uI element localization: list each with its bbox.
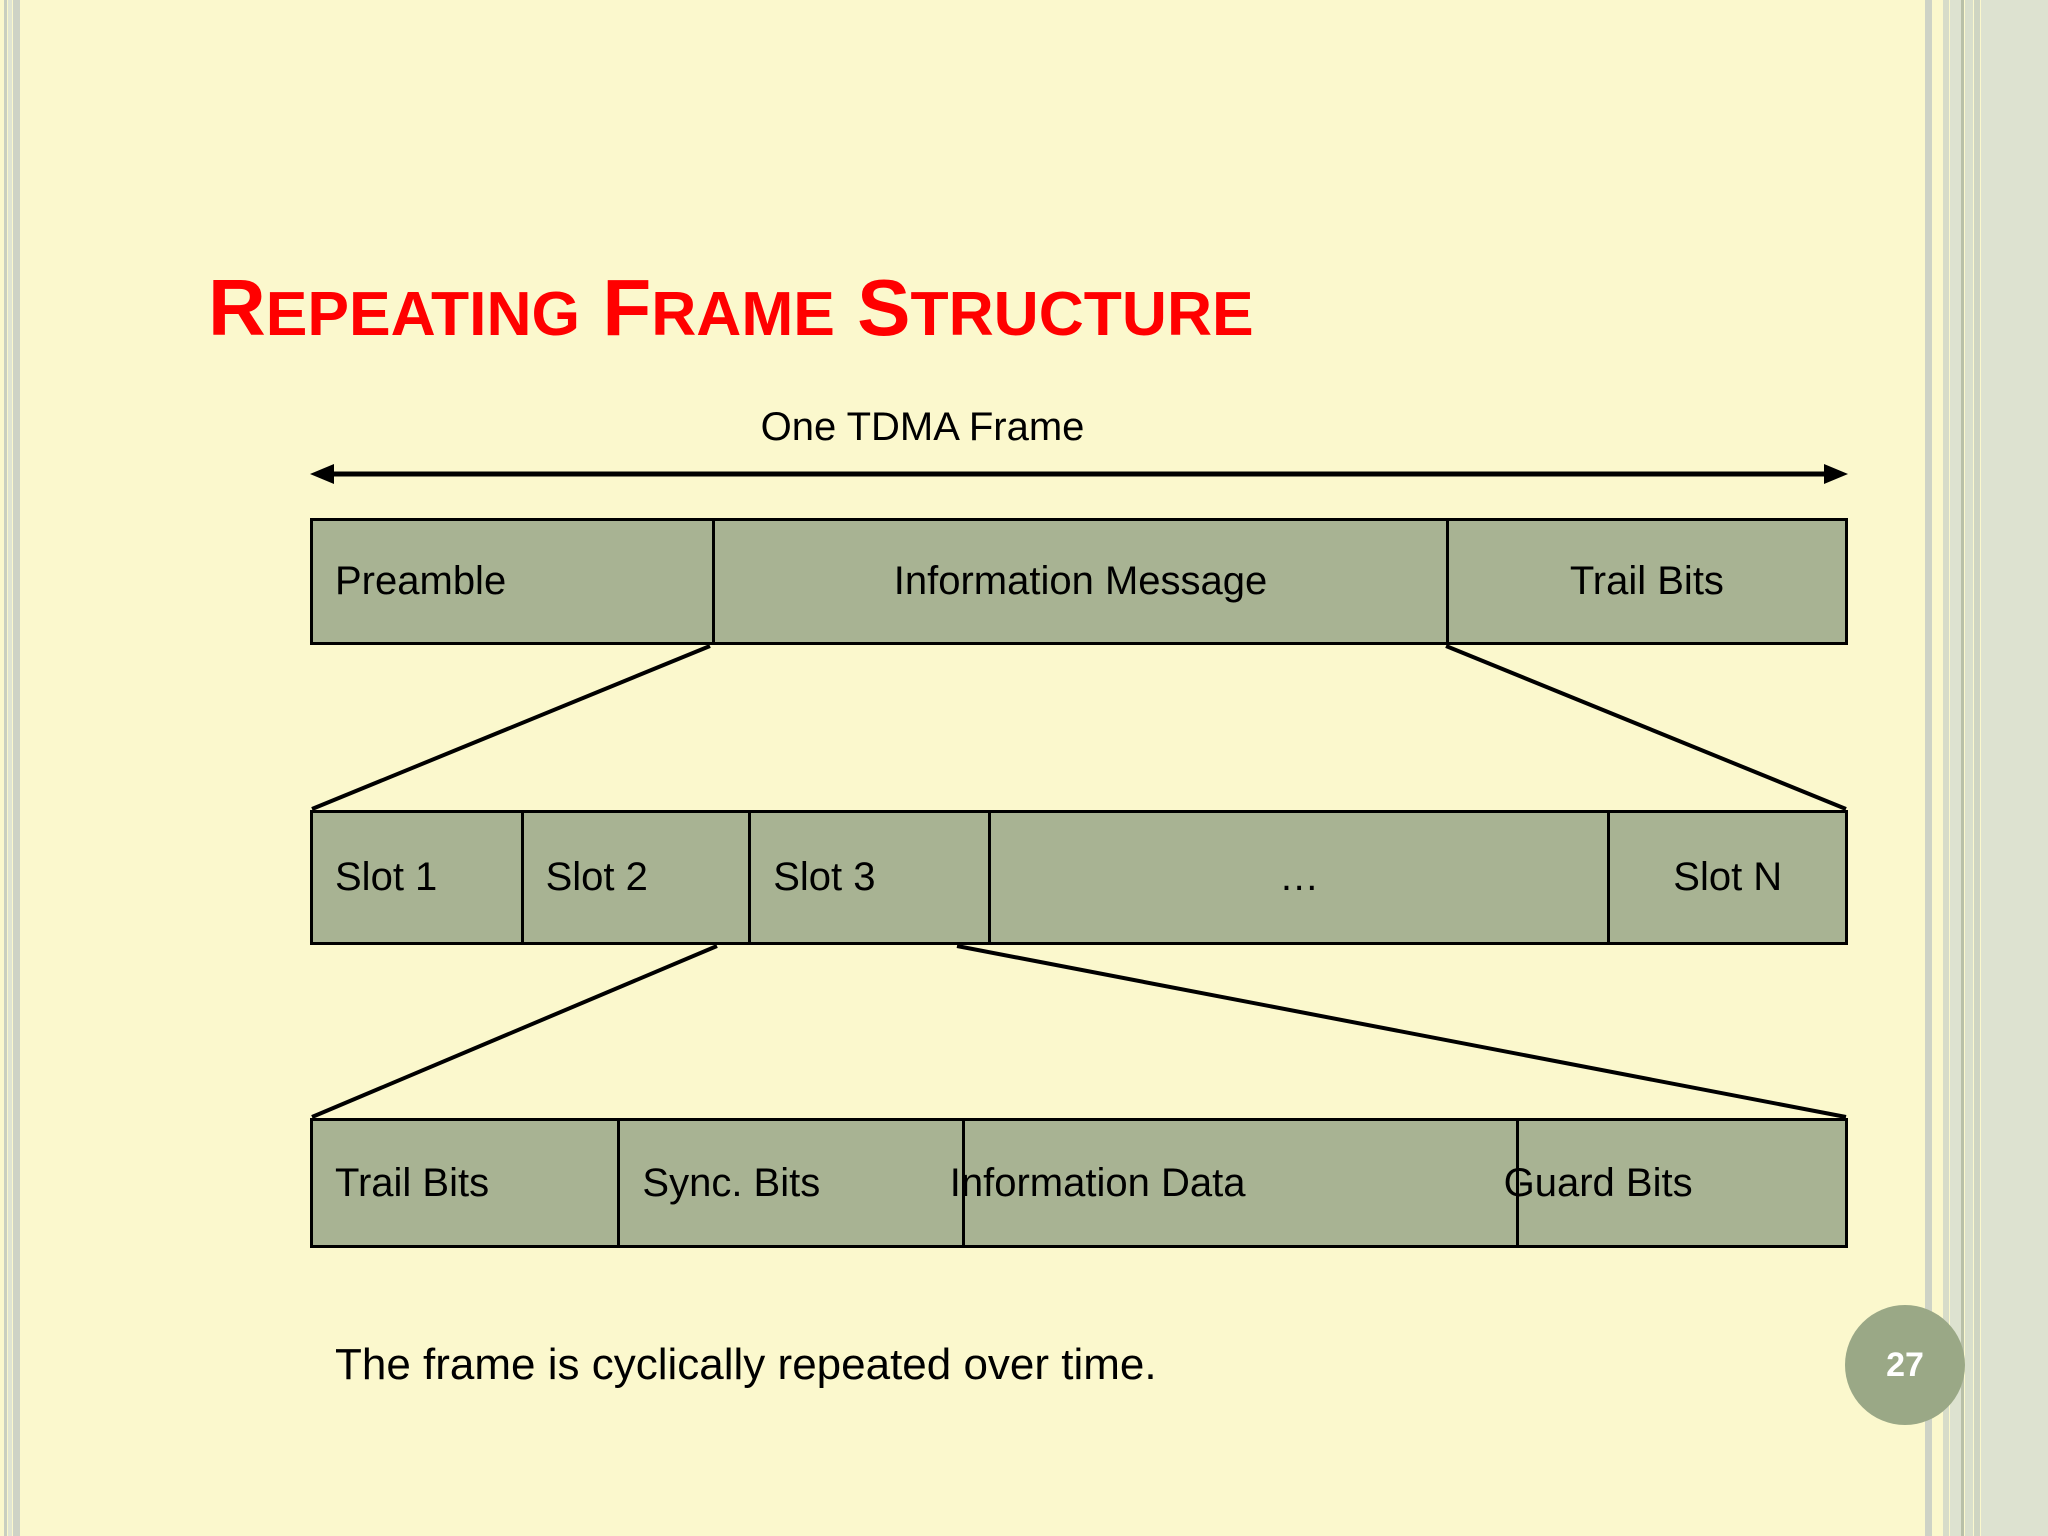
cell-label: Slot 2 [545, 855, 648, 899]
cell-information-data[interactable]: Information Data [950, 1121, 1516, 1245]
connector-left-1 [311, 644, 711, 811]
cell-label: Slot 3 [773, 855, 876, 899]
right-edge-stripe-3 [1943, 0, 1949, 1536]
cell-label: Trail Bits [335, 1160, 490, 1205]
right-edge-stripe-1 [1925, 0, 1932, 1536]
cell-trail-bits[interactable]: Trail Bits [1445, 521, 1845, 642]
cell-label: Sync. Bits [642, 1160, 821, 1205]
cell-label: Guard Bits [1503, 1160, 1693, 1205]
cell-label: Trail Bits [1569, 559, 1724, 603]
title-word-3-rest: TRUCTURE [910, 280, 1254, 349]
cell-information-message[interactable]: Information Message [712, 521, 1446, 642]
title-word-2-rest: RAME [651, 280, 835, 349]
right-edge-stripe-7 [1974, 0, 1980, 1536]
cell-label: … [1279, 855, 1320, 899]
title-word-3-cap: S [857, 263, 911, 352]
cell-slots-ellipsis[interactable]: … [987, 813, 1608, 942]
slot-detail-row: Trail Bits Sync. Bits Information Data G… [310, 1118, 1848, 1248]
right-edge-stripe-2 [1933, 0, 1942, 1536]
title-word-2-cap: F [602, 263, 652, 352]
page-title: REPEATING FRAME STRUCTURE [208, 268, 1254, 348]
right-edge-stripe-5 [1961, 0, 1964, 1536]
title-word-1-cap: R [208, 263, 266, 352]
left-edge-stripe-3 [13, 0, 20, 1536]
cell-slot-n[interactable]: Slot N [1607, 813, 1845, 942]
cell-label: Information Data [949, 1160, 1246, 1205]
cell-guard-bits[interactable]: Guard Bits [1504, 1121, 1845, 1245]
left-edge-stripe-2 [8, 0, 12, 1536]
cell-trail-bits-detail[interactable]: Trail Bits [313, 1121, 617, 1245]
page-number-label: 27 [1886, 1345, 1924, 1384]
connector-right-2 [956, 944, 1847, 1119]
left-edge-stripe-1 [4, 0, 7, 1536]
double-headed-arrow [310, 464, 1848, 484]
title-word-1-rest: EPEATING [265, 280, 581, 349]
cell-slot-2[interactable]: Slot 2 [520, 813, 749, 942]
frame-caption-label: One TDMA Frame [760, 405, 1085, 449]
cell-slot-3[interactable]: Slot 3 [748, 813, 988, 942]
right-edge-stripe-6 [1965, 0, 1973, 1536]
cell-label: Information Message [893, 559, 1268, 603]
connector-right-1 [1445, 644, 1847, 811]
slots-row: Slot 1 Slot 2 Slot 3 … Slot N [310, 810, 1848, 945]
cell-label: Slot N [1673, 855, 1783, 899]
tdma-frame-row: Preamble Information Message Trail Bits [310, 518, 1848, 645]
connector-left-2 [311, 944, 718, 1119]
cell-label: Slot 1 [335, 855, 438, 899]
cell-sync-bits[interactable]: Sync. Bits [617, 1121, 961, 1245]
page-number-badge: 27 [1845, 1305, 1965, 1425]
cell-label: Preamble [335, 559, 507, 603]
right-edge-stripe-4 [1950, 0, 1961, 1536]
cell-slot-1[interactable]: Slot 1 [313, 813, 521, 942]
right-edge-stripe-8 [1981, 0, 2048, 1536]
summary-note: The frame is cyclically repeated over ti… [335, 1340, 1157, 1389]
cell-preamble[interactable]: Preamble [313, 521, 712, 642]
